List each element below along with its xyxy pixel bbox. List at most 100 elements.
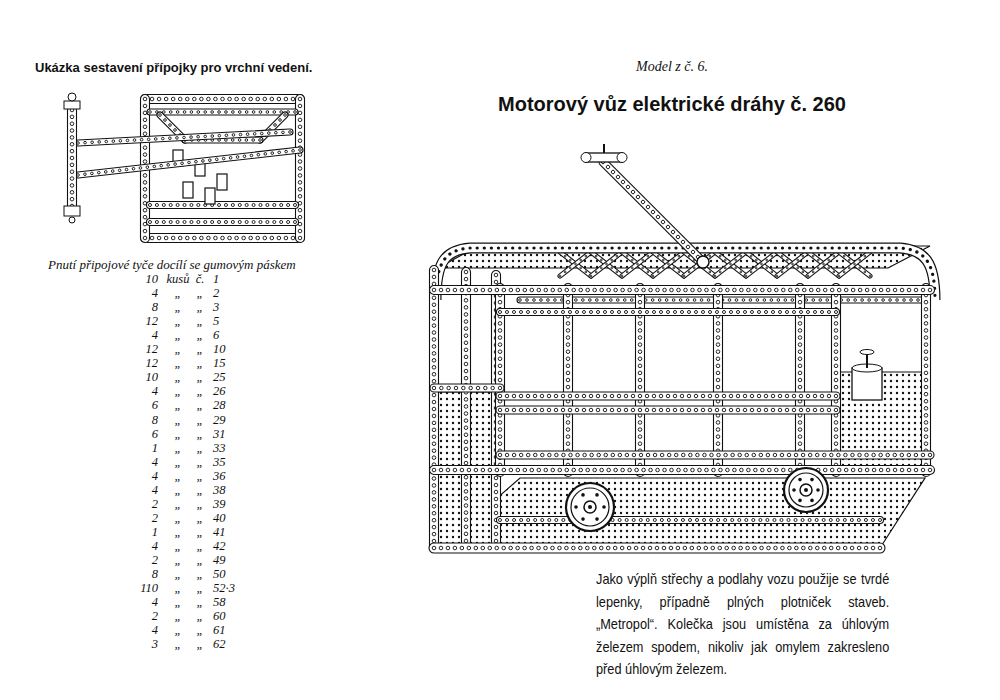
roof-lattice bbox=[650, 249, 687, 279]
strip-hole bbox=[498, 336, 502, 340]
strip-hole bbox=[616, 255, 618, 257]
strip-hole bbox=[787, 518, 790, 521]
strip-hole bbox=[561, 408, 565, 412]
strip-hole bbox=[176, 203, 179, 206]
strip-hole bbox=[280, 203, 283, 206]
parts-unit: „ bbox=[190, 286, 210, 300]
strip-hole bbox=[893, 453, 897, 457]
strip-hole bbox=[701, 394, 705, 398]
strip-outline bbox=[147, 109, 298, 115]
strip-hole bbox=[502, 546, 506, 550]
strip-hole bbox=[204, 135, 207, 138]
strip-outline bbox=[497, 309, 840, 316]
strip-hole bbox=[676, 546, 680, 550]
strip-hole bbox=[757, 394, 761, 398]
horizontal-strip bbox=[430, 286, 935, 295]
strip-hole bbox=[638, 357, 642, 361]
parts-quantity: 8 bbox=[100, 413, 158, 427]
parts-number: 31 bbox=[213, 427, 226, 441]
strip-outline bbox=[430, 466, 935, 475]
strip-hole bbox=[791, 299, 794, 302]
strip-hole bbox=[731, 453, 735, 457]
strip-hole bbox=[719, 468, 723, 472]
parts-number: 5 bbox=[213, 314, 219, 328]
strip-hole bbox=[678, 255, 680, 257]
strip-hole bbox=[688, 271, 690, 273]
strip-hole bbox=[566, 435, 570, 439]
parts-quantity: 4 bbox=[100, 595, 158, 609]
parts-quantity: 6 bbox=[100, 398, 158, 412]
strip-hole bbox=[551, 288, 555, 292]
strip-hole bbox=[494, 476, 498, 480]
strip-hole bbox=[683, 275, 685, 277]
roof-lattice bbox=[805, 249, 842, 279]
strip-hole bbox=[70, 149, 74, 153]
strip-hole bbox=[582, 408, 586, 412]
wheel-hole bbox=[581, 493, 585, 497]
strip-hole bbox=[574, 263, 576, 265]
wheel-hole bbox=[792, 488, 796, 492]
strip-hole bbox=[632, 453, 636, 457]
strip-hole bbox=[778, 408, 782, 412]
strip-hole bbox=[494, 525, 498, 529]
strip-hole bbox=[924, 442, 928, 446]
strip-hole bbox=[605, 263, 607, 265]
strip-hole bbox=[298, 104, 302, 108]
roof-lattice bbox=[836, 249, 873, 279]
strip-hole bbox=[163, 118, 167, 122]
strip-hole bbox=[583, 453, 587, 457]
strip-hole bbox=[610, 259, 612, 261]
strip-hole bbox=[259, 111, 262, 114]
roof-lattice bbox=[650, 249, 687, 279]
strip-hole bbox=[579, 468, 583, 472]
strip-hole bbox=[169, 111, 172, 114]
strip-hole bbox=[197, 220, 200, 223]
strip-hole bbox=[474, 468, 478, 472]
strip-hole bbox=[259, 220, 262, 223]
strip-hole bbox=[709, 255, 711, 257]
strip-hole bbox=[252, 139, 255, 142]
strip-hole bbox=[680, 408, 684, 412]
strip-hole bbox=[218, 203, 221, 206]
parts-unit: „ bbox=[190, 356, 210, 370]
strip-hole bbox=[432, 400, 436, 404]
strip-hole bbox=[924, 364, 928, 368]
strip-hole bbox=[864, 255, 866, 257]
strip-hole bbox=[771, 394, 775, 398]
strip-hole bbox=[871, 546, 875, 550]
parts-quantity: 10 bbox=[100, 272, 158, 286]
strip-hole bbox=[547, 408, 551, 412]
strip-hole bbox=[555, 518, 558, 521]
strip-hole bbox=[868, 299, 871, 302]
strip-hole bbox=[194, 160, 197, 163]
strip-hole bbox=[148, 203, 151, 206]
strip-hole bbox=[183, 136, 186, 139]
strip-hole bbox=[564, 271, 566, 273]
strip-hole bbox=[589, 408, 593, 412]
strip-hole bbox=[193, 97, 197, 101]
strip-hole bbox=[928, 468, 932, 472]
parts-quantity: 8 bbox=[100, 300, 158, 314]
strip-outline bbox=[430, 266, 439, 553]
parts-unit: „ bbox=[160, 342, 196, 356]
strip-hole bbox=[164, 236, 168, 240]
strip-hole bbox=[716, 378, 720, 382]
strip-hole bbox=[590, 275, 592, 277]
strip-hole bbox=[796, 259, 798, 261]
strip-hole bbox=[689, 453, 693, 457]
strip-hole bbox=[754, 288, 758, 292]
strip-hole bbox=[432, 379, 436, 383]
strip-hole bbox=[263, 97, 267, 101]
horizontal-strip bbox=[497, 309, 840, 316]
collar bbox=[217, 174, 227, 190]
strip-hole bbox=[872, 453, 876, 457]
strip-hole bbox=[565, 546, 569, 550]
strip-hole bbox=[474, 288, 478, 292]
strip-hole bbox=[658, 299, 661, 302]
strip-hole bbox=[432, 518, 436, 522]
strip-hole bbox=[771, 408, 775, 412]
floor-plate bbox=[440, 478, 925, 548]
strip-hole bbox=[476, 386, 480, 390]
strip-hole bbox=[707, 299, 710, 302]
strip-hole bbox=[738, 518, 741, 521]
